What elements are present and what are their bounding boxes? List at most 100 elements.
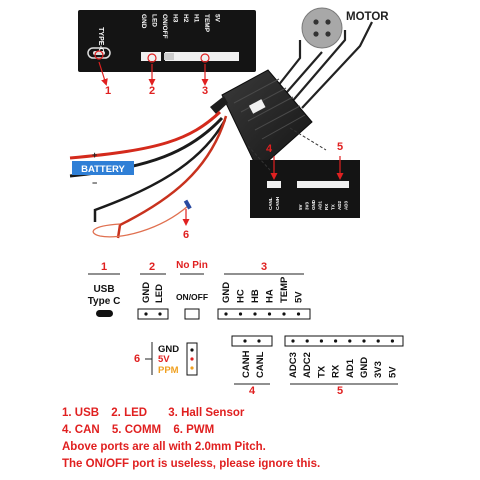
comm-connector — [297, 181, 349, 188]
photo-pin-label-2: ON/OFF — [161, 14, 168, 39]
callout-ring-1 — [94, 50, 104, 60]
usb-group-number: 1 — [101, 261, 107, 273]
can-connector-symbol — [231, 335, 273, 347]
photo-comm-label-6: AD2 — [337, 201, 342, 210]
can-group-number: 4 — [249, 385, 256, 397]
hall-pin-label-4: TEMP — [279, 276, 290, 303]
hall-pin-dot-4 — [282, 312, 286, 316]
photo-comm-label-2: GND — [311, 199, 316, 210]
comm-group-number: 5 — [337, 385, 343, 397]
legend-hall: 3. Hall Sensor — [168, 407, 245, 419]
esc-logo-icon — [248, 99, 266, 114]
usb-label: TYPE-C — [97, 27, 104, 53]
comm-pin-dot-3 — [334, 339, 338, 343]
comm-pin-label-7: 5V — [387, 366, 398, 378]
motor-symbol: MOTOR — [301, 7, 389, 49]
pwm-group-number: 6 — [134, 353, 140, 365]
comm-pin-dot-2 — [319, 339, 323, 343]
photo-comm-label-1: 3V3 — [305, 201, 310, 210]
comm-pin-label-4: AD1 — [345, 358, 356, 378]
photo-comm-label-7: AD3 — [344, 201, 349, 210]
esc-body — [210, 69, 313, 171]
hall-pin-label-2: HB — [250, 289, 261, 303]
can-pin-label-0: CANH — [241, 350, 252, 378]
photo-comm-label-5: TX — [331, 204, 336, 210]
motor-phase-wires — [269, 21, 373, 109]
pwm-5v-label: 5V — [158, 354, 170, 365]
battery-label: BATTERY — [81, 164, 125, 175]
can-connector — [267, 181, 281, 188]
onoff-label: ON/OFF — [176, 292, 208, 302]
hall-pin-dot-2 — [253, 312, 257, 316]
photo-pin-label-4: H2 — [182, 14, 189, 23]
battery-minus: − — [92, 178, 97, 188]
comm-pin-label-5: GND — [359, 357, 370, 378]
photo-pin-label-1: LED — [151, 14, 158, 27]
hall-connector-symbol — [217, 308, 311, 320]
hall-pin-dot-0 — [224, 312, 228, 316]
comm-pin-dot-5 — [362, 339, 366, 343]
closeup2-background — [250, 160, 360, 218]
leader-line-4 — [247, 145, 271, 171]
hall-pin-dot-5 — [296, 312, 301, 316]
onoff-connector — [164, 53, 174, 60]
hall-group-number: 3 — [261, 261, 267, 273]
usb-c-port-icon — [87, 47, 111, 59]
callout-arrow-1 — [98, 61, 108, 86]
callout-number-4: 4 — [266, 143, 273, 155]
photo-can-label-1: CANH — [275, 197, 280, 210]
onoff-connector-symbol — [184, 308, 200, 320]
callout-number-3: 3 — [202, 85, 208, 97]
led-pin-label-0: GND — [141, 282, 152, 303]
callout-number-1: 1 — [105, 85, 111, 97]
pwm-signal-wire — [92, 205, 189, 238]
no-pin-label: No Pin — [176, 260, 208, 271]
comm-pin-dot-0 — [291, 339, 295, 343]
comm-connector-symbol — [284, 335, 404, 347]
comm-pin-label-6: 3V3 — [373, 361, 384, 378]
comm-pin-dot-4 — [348, 339, 352, 343]
legend-row-2: 4. CAN 5. COMM 6. PWM — [62, 424, 214, 436]
photo-pin-label-7: 5V — [214, 14, 221, 23]
hall-pin-dot-1 — [238, 312, 243, 316]
comm-pin-dot-6 — [376, 339, 380, 343]
can-pin-label-1: CANL — [255, 351, 266, 378]
photo-pin-label-6: TEMP — [203, 14, 210, 33]
legend-row-1: 1. USB 2. LED 3. Hall Sensor — [62, 407, 244, 419]
legend-led: 2. LED — [111, 407, 148, 419]
battery-plus: + — [92, 150, 97, 160]
pwm-ppm-label: PPM — [158, 365, 179, 376]
legend-note-pitch: Above ports are all with 2.0mm Pitch. — [62, 441, 266, 453]
comm-pin-dot-1 — [305, 339, 309, 343]
photo-callouts-top: 1 2 3 — [94, 50, 210, 97]
hall-pin-label-0: GND — [221, 282, 232, 303]
callout-number-5: 5 — [337, 141, 343, 153]
motor-icon — [301, 7, 343, 49]
comm-pin-label-0: ADC3 — [288, 352, 299, 378]
comm-pin-dot-7 — [390, 339, 394, 343]
battery-wires — [69, 110, 228, 239]
photo-comm-label-3: AD1 — [318, 201, 323, 210]
led-connector-symbol — [137, 308, 169, 320]
photo-pin-label-0: GND — [140, 14, 147, 29]
led-group-number: 2 — [149, 261, 155, 273]
hall-pin-label-1: HC — [236, 289, 247, 303]
battery-background — [72, 161, 134, 175]
comm-pin-label-3: RX — [331, 364, 342, 378]
hall-pin-dot-3 — [267, 312, 272, 316]
hall-pin-label-5: 5V — [294, 291, 305, 303]
callout-ring-2 — [147, 53, 157, 63]
legend-comm: 5. COMM — [111, 424, 162, 436]
legend-can: 4. CAN — [62, 424, 100, 436]
battery-badge: BATTERY + − — [72, 150, 134, 188]
callout-number-6: 6 — [183, 229, 189, 241]
